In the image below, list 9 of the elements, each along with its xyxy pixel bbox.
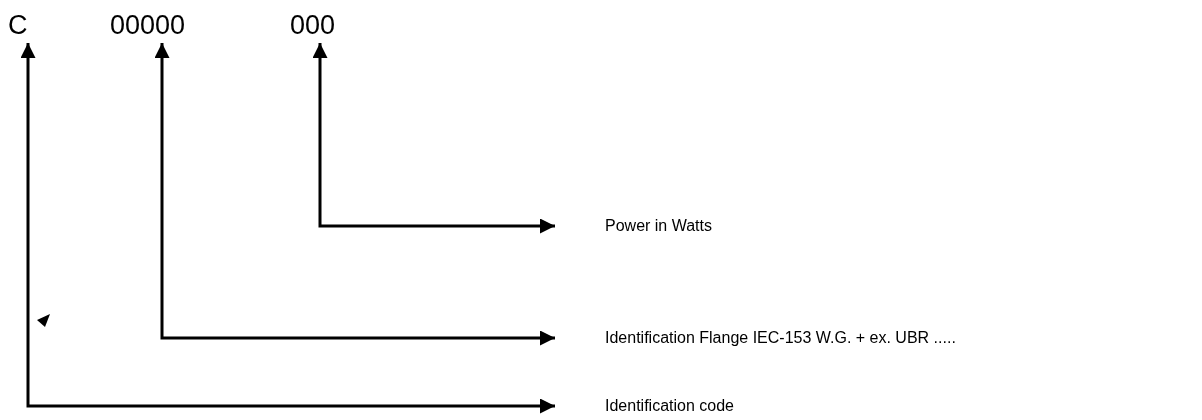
code-digits: 000 (290, 12, 336, 39)
arrow (20, 43, 555, 414)
code-character: C (8, 12, 28, 39)
arrow (312, 43, 555, 234)
arrow (154, 43, 555, 346)
description-text: Power in Watts (605, 218, 712, 234)
description-text: Identification Flange IEC-153 W.G. + ex. UBR ..... (605, 330, 956, 346)
code-digits: 00000 (110, 12, 186, 39)
description-text: Identification code (605, 398, 734, 414)
